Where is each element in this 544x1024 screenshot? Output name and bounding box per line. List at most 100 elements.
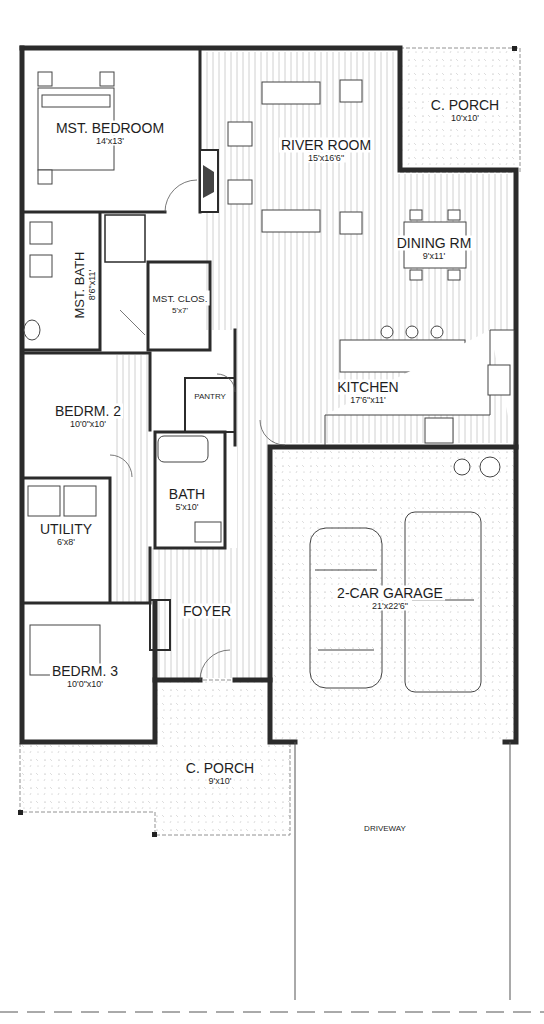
room-name: MST. BATH [72,250,87,321]
room-name: 2-CAR GARAGE [335,586,445,601]
room-name: BATH [167,487,207,502]
room-name: UTILITY [38,522,94,537]
room-dimension: 14'x13' [94,136,126,146]
furniture [480,457,500,477]
fireplace [203,165,214,198]
furniture [38,170,52,184]
room-name: DINING RM [395,236,474,251]
room-label: DINING RM9'x11' [395,236,474,261]
room-label: MST. CLOS.5'x7' [151,291,210,316]
room-name: C. PORCH [184,761,256,776]
room-name: MST. CLOS. [151,291,210,306]
room: MST. BEDROOM14'x13' [24,50,200,210]
driveway-lines [510,742,511,1000]
room-dimension: 8'6"x11' [87,268,97,303]
walls [22,48,516,742]
walls [22,48,155,742]
furniture [38,72,52,86]
furniture [228,180,252,204]
furniture [454,459,470,475]
furniture [448,210,460,220]
room-label: C. PORCH9'x10' [184,761,256,786]
furniture [410,210,422,220]
room-label: BEDRM. 210'0"x10' [53,404,123,429]
room-label: C. PORCH10'x10' [429,98,501,123]
room: MST. BATH8'6"x11' [24,214,100,348]
room-dimension: 9'x11' [421,251,447,261]
furniture [262,82,320,104]
room-dimension: 9'x10' [207,776,234,786]
room-label: RIVER ROOM15'x16'6" [279,138,373,163]
furniture [405,512,481,692]
room-label: MST. BATH8'6"x11' [72,250,97,321]
porch-paving [152,832,157,837]
furniture [448,270,460,280]
room-name: KITCHEN [335,380,400,395]
room: UTILITY6'x8' [24,520,108,560]
room-dimension: 10'0"x10' [65,679,105,689]
furniture [431,326,443,338]
doors [165,180,197,212]
room: 2-CAR GARAGE21'x22'6" [272,570,512,620]
driveway-lines [0,742,544,1012]
room: RIVER ROOM15'x16'6" [204,50,398,170]
room: KITCHEN17'6"x11' [300,376,490,414]
room: C. PORCH9'x10' [160,744,288,804]
furniture [24,320,40,340]
room-label: 2-CAR GARAGE21'x22'6" [335,586,445,611]
porch-paving [512,46,517,51]
floor-hatching [112,355,152,603]
walls [155,678,270,683]
furniture [340,80,362,102]
room-name: BEDRM. 3 [50,664,120,679]
doors [260,420,285,445]
room-label: FOYER [181,604,233,619]
driveway-lines [0,1012,544,1013]
room: BATH5'x10' [157,465,223,519]
room-dimension: 10'0"x10' [68,419,108,429]
room: FOYER [172,596,268,626]
doors [120,310,145,335]
room-name: RIVER ROOM [279,138,373,153]
room-name: FOYER [181,604,233,619]
room-dimension: 5'x7' [170,306,190,316]
porch-paving [272,449,514,740]
room-dimension: 10'x10' [449,113,481,123]
room-label: MST. BEDROOM14'x13' [54,121,166,146]
room-dimension: 6'x8' [55,537,77,547]
walls [105,215,145,262]
room-name: MST. BEDROOM [54,121,166,136]
furniture [100,72,114,86]
room-name: PANTRY [192,389,228,404]
furniture [28,486,60,516]
room-dimension: 21'x22'6" [370,601,410,611]
walls [148,262,210,350]
room-name: BEDRM. 2 [53,404,123,419]
room-label: KITCHEN17'6"x11' [335,380,400,405]
room: DINING RM9'x11' [400,172,514,328]
walls [270,447,516,742]
furniture [158,436,208,462]
room-label: BATH5'x10' [167,487,207,512]
walls [22,48,200,350]
room: PANTRY [186,380,234,410]
walls [22,48,516,742]
furniture [406,326,418,338]
room-label: PANTRY [192,389,228,404]
doors [110,455,132,477]
walls [185,378,235,432]
room: BEDRM. 310'0"x10' [24,652,152,700]
room: C. PORCH10'x10' [402,50,518,170]
furniture [30,255,52,277]
furniture [228,122,252,146]
furniture [340,212,362,234]
furniture [30,222,52,244]
furniture [195,522,221,542]
porch-paving [400,48,520,172]
doors [200,650,230,680]
furniture [425,418,453,443]
furniture [325,330,514,445]
furniture [64,486,96,516]
doors [110,180,285,680]
